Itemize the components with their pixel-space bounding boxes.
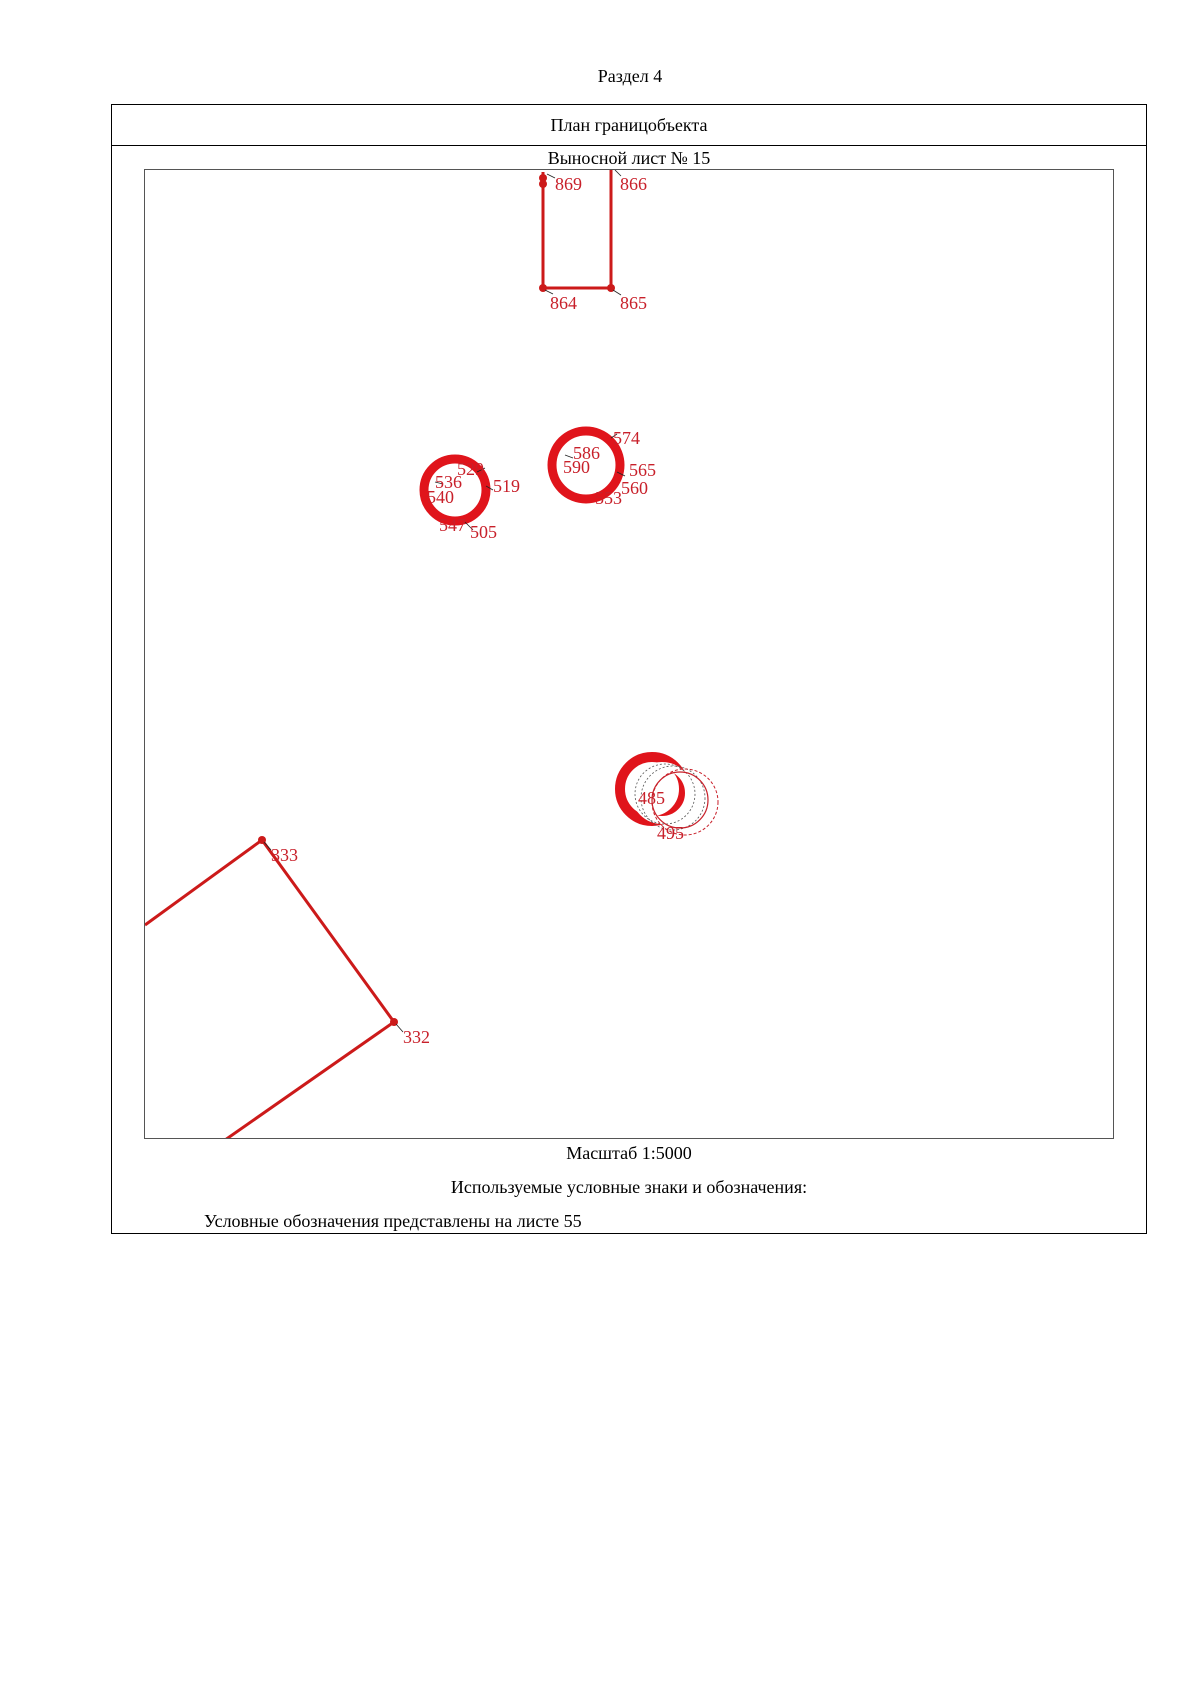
point-label: 590 bbox=[563, 457, 590, 477]
ring-hatch bbox=[640, 765, 706, 831]
plan-frame: План границобъекта Выносной лист № 15 86… bbox=[111, 104, 1147, 1234]
boundary-line bbox=[541, 170, 613, 290]
point-label: 547 bbox=[439, 515, 466, 535]
map-drawing: 869 866 864 865 574 586 590 565 560 553 bbox=[145, 170, 719, 1138]
point-label: 536 bbox=[435, 472, 462, 492]
point-label: 553 bbox=[595, 488, 622, 508]
leader-line bbox=[263, 841, 272, 851]
leader-line bbox=[434, 481, 444, 485]
point-label: 869 bbox=[555, 174, 582, 194]
point-label: 586 bbox=[573, 443, 600, 463]
leader-line bbox=[395, 1023, 404, 1033]
point-label: 864 bbox=[550, 293, 577, 313]
legend-title: Используемые условные знаки и обозначени… bbox=[450, 1177, 808, 1197]
point-label: 519 bbox=[493, 476, 520, 496]
ring-overlap-mask bbox=[631, 762, 693, 824]
boundary-node bbox=[539, 180, 547, 188]
leader-line bbox=[616, 471, 626, 477]
point-label: 866 bbox=[620, 174, 647, 194]
point-label: 865 bbox=[620, 293, 647, 313]
point-label: 574 bbox=[613, 428, 640, 448]
ring-boundary bbox=[547, 426, 625, 504]
plan-title: План границобъекта bbox=[112, 105, 1146, 146]
map-scale: Масштаб 1:5000 bbox=[566, 1143, 692, 1163]
ring-boundary bbox=[419, 454, 491, 526]
point-label: 529 bbox=[457, 459, 484, 479]
boundary-line bbox=[145, 837, 397, 1138]
boundary-node bbox=[539, 174, 547, 182]
point-label: 560 bbox=[621, 478, 648, 498]
point-label: 540 bbox=[427, 487, 454, 507]
leader-line bbox=[464, 521, 474, 531]
plot-top-rectangle: 869 866 864 865 bbox=[539, 170, 647, 313]
leader-line bbox=[544, 289, 554, 295]
point-label: 332 bbox=[403, 1027, 430, 1047]
leader-line bbox=[546, 173, 556, 179]
sheet-title: Выносной лист № 15 bbox=[547, 148, 711, 168]
legend-note: Условные обозначения представлены на лис… bbox=[204, 1211, 582, 1231]
leader-line bbox=[564, 454, 574, 459]
ring-outline bbox=[651, 768, 719, 836]
leader-line bbox=[614, 170, 622, 177]
leader-line bbox=[476, 467, 486, 473]
ring-hatch bbox=[634, 763, 696, 825]
leader-line bbox=[485, 485, 494, 491]
plot-bottom-left: 333 332 bbox=[145, 836, 430, 1138]
leader-line bbox=[612, 289, 622, 296]
point-label: 485 bbox=[638, 788, 665, 808]
ring-plot-536: 529 536 540 519 547 505 bbox=[419, 454, 520, 542]
leader-line bbox=[610, 433, 618, 439]
point-label: 495 bbox=[657, 823, 684, 843]
point-label: 565 bbox=[629, 460, 656, 480]
point-label: 505 bbox=[470, 522, 497, 542]
section-title: Раздел 4 bbox=[597, 66, 663, 86]
ring-cluster-dense: 485 495 bbox=[615, 752, 719, 843]
map-area: 869 866 864 865 574 586 590 565 560 553 bbox=[144, 169, 1114, 1139]
ring-plot-586: 574 586 590 565 560 553 bbox=[547, 426, 656, 508]
point-label: 333 bbox=[271, 845, 298, 865]
